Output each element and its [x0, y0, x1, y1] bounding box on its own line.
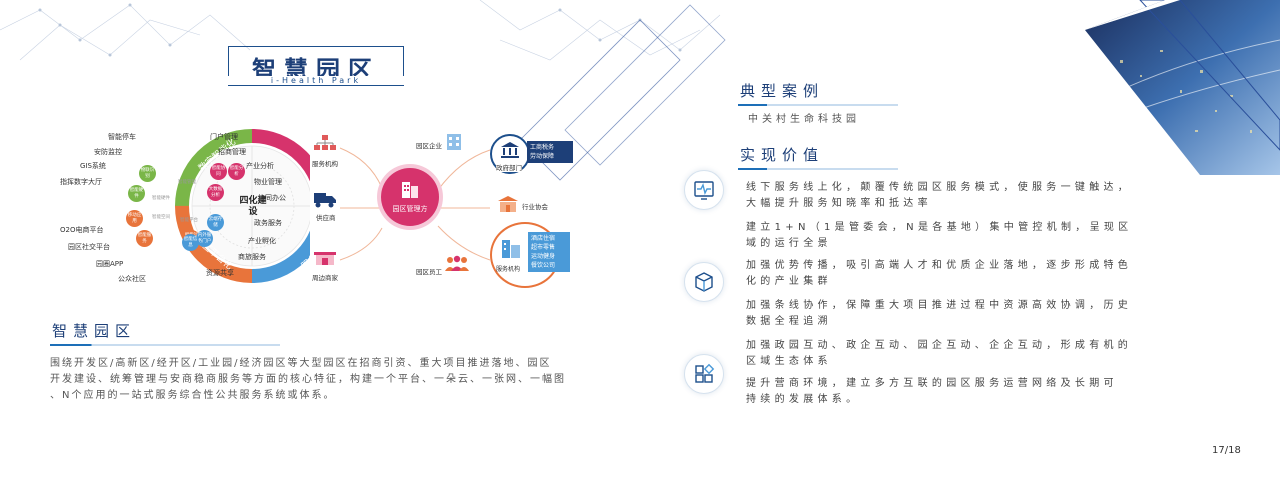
- ring-label: GIS系统: [80, 162, 106, 170]
- ring-label: 园圈APP: [96, 260, 124, 268]
- ring-label: 门户管理: [210, 133, 238, 141]
- supplier-truck-icon: [314, 193, 336, 208]
- gov-service-item: 工商税务: [530, 144, 555, 151]
- value-item: 加强优势传播，吸引高端人才和优质企业落地，逐步形成特色 化的产业集群: [746, 258, 1206, 290]
- ring-label: O2O电商平台: [60, 226, 104, 234]
- wheel-inner-node: 智能硬件: [128, 185, 145, 202]
- government-service-box: 工商税务 劳动保障: [527, 141, 573, 163]
- text-line: 开发建设、统筹管理与安商稳商服务等方面的核心特征，构建一个平台、一朵云、一张网、…: [50, 374, 566, 385]
- ring-label: 物业管理: [254, 178, 282, 186]
- case-heading: 典型案例: [740, 82, 825, 100]
- ring-label: 产业分析: [246, 162, 274, 170]
- title-frame: [228, 46, 404, 86]
- ring-label: 公众社区: [118, 275, 146, 283]
- page-subtitle: i-Health Park: [228, 76, 404, 85]
- cube-icon: [695, 272, 713, 292]
- value-underline: [738, 168, 898, 170]
- monitor-pulse-icon: [694, 181, 714, 200]
- value-line: 域的运行全景: [746, 238, 832, 249]
- flow-label-park-enterprise: 园区企业: [416, 142, 442, 150]
- wheel-inner-node: 智能服务: [136, 230, 153, 247]
- value-icon-wrapper: [684, 354, 724, 394]
- value-line: 数据全程追溯: [746, 316, 832, 327]
- wheel-inner-small-label: 智能空间: [152, 215, 170, 220]
- value-line: 线下服务线上化，颠覆传统园区服务模式，使服务一键触达，: [746, 182, 1133, 193]
- value-item: 加强条线协作，保障重大项目推进过程中资源高效协调，历史 数据全程追溯: [746, 298, 1206, 330]
- flow-label-park-employees: 园区员工: [416, 268, 442, 276]
- text-line: 围绕开发区/高新区/经开区/工业园/经济园区等大型园区在招商引资、重大项目推进落…: [50, 358, 552, 369]
- flow-label-service-org: 服务机构: [312, 160, 338, 168]
- ring-label: 商旅服务: [238, 253, 266, 261]
- four-modernizations-wheel: [175, 129, 310, 283]
- building-icon: [402, 182, 418, 198]
- wheel-inner-node: 智能信息: [182, 234, 199, 251]
- wheel-inner-node: 移动应用: [126, 210, 143, 227]
- shop-icon: [314, 252, 336, 265]
- value-line: 加强条线协作，保障重大项目推进过程中资源高效协调，历史: [746, 300, 1133, 311]
- ring-label: 招商管理: [218, 148, 246, 156]
- wheel-inner-node: 云端存储: [207, 214, 224, 231]
- service-org-node-label: 服务机构: [496, 266, 521, 273]
- value-line: 区域生态体系: [746, 356, 832, 367]
- left-section-text: 围绕开发区/高新区/经开区/工业园/经济园区等大型园区在招商引资、重大项目推进落…: [50, 356, 610, 404]
- ring-label: 园区社交平台: [68, 243, 110, 251]
- ring-label: 政务服务: [254, 219, 282, 227]
- wheel-inner-small-label: 智能硬件: [152, 196, 170, 201]
- ring-label: 协同办公: [258, 194, 286, 202]
- service-org-box: 酒店住宿 超市零售 运动健身 餐饮公司: [528, 232, 570, 272]
- industry-association-icon: [498, 196, 518, 212]
- park-manager-node: 园区管理方: [381, 168, 439, 226]
- wheel-inner-node: 智能分析: [228, 163, 245, 180]
- service-item: 酒店住宿: [531, 235, 556, 242]
- wheel-inner-node: 智能协同: [210, 163, 227, 180]
- government-icon: [501, 142, 519, 158]
- service-item: 运动健身: [531, 253, 556, 260]
- value-item: 建立1+N（1是管委会，N是各基地）集中管控机制，呈现区 域的运行全景: [746, 220, 1206, 252]
- flow-label-government: 政府部门: [496, 162, 522, 172]
- value-line: 提升营商环境，建立多方互联的园区服务运营网络及长期可: [746, 378, 1118, 389]
- ring-label: 资源共享: [206, 269, 234, 277]
- park-manager-label: 园区管理方: [392, 205, 428, 213]
- value-line: 化的产业集群: [746, 276, 832, 287]
- flow-label-industry-association: 行业协会: [522, 203, 548, 211]
- wheel-center-label: 四化建设: [239, 196, 267, 217]
- left-section-underline: [50, 344, 280, 346]
- apps-grid-icon: [695, 363, 715, 383]
- flow-label-supplier: 供应商: [316, 214, 336, 222]
- ring-label: 指挥数字大厅: [60, 178, 102, 186]
- page-number: 17/18: [1212, 445, 1241, 456]
- value-line: 加强优势传播，吸引高端人才和优质企业落地，逐步形成特色: [746, 260, 1133, 271]
- ring-label: 产业孵化: [248, 237, 276, 245]
- wheel-inner-node: 物联识别: [139, 165, 156, 182]
- value-item: 线下服务线上化，颠覆传统园区服务模式，使服务一键触达， 大幅提升服务知晓率和抵达…: [746, 180, 1206, 212]
- value-item: 加强政园互动、政企互动、园企互动、企企互动，形成有机的 区域生态体系: [746, 338, 1206, 370]
- service-item: 超市零售: [531, 244, 556, 251]
- ring-label: 安防监控: [94, 148, 122, 156]
- value-line: 持续的发展体系。: [746, 394, 861, 405]
- value-heading: 实现价值: [740, 146, 825, 164]
- value-line: 加强政园互动、政企互动、园企互动、企企互动，形成有机的: [746, 340, 1133, 351]
- flow-label-nearby-merchants: 周边商家: [312, 274, 338, 282]
- text-line: 、N个应用的一站式服务综合性公共服务系统或体系。: [50, 390, 336, 401]
- wheel-inner-node: 内外服务门户: [196, 230, 213, 247]
- wheel-inner-node: 大数据分析: [207, 184, 224, 201]
- service-org-building-icon: [502, 240, 520, 258]
- employees-icon: [445, 255, 469, 271]
- ring-label: 智能停车: [108, 133, 136, 141]
- case-name: 中关村生命科技园: [748, 114, 860, 125]
- value-line: 建立1+N（1是管委会，N是各基地）集中管控机制，呈现区: [746, 222, 1133, 233]
- wheel-inner-small-label: 智能管理: [178, 180, 196, 185]
- value-icon-wrapper: [684, 170, 724, 210]
- case-underline: [738, 104, 898, 106]
- left-section-heading: 智慧园区: [52, 322, 137, 340]
- value-line: 大幅提升服务知晓率和抵达率: [746, 198, 932, 209]
- value-item: 提升营商环境，建立多方互联的园区服务运营网络及长期可 持续的发展体系。: [746, 376, 1206, 408]
- service-org-icon: [314, 135, 336, 150]
- gov-service-item: 劳动保障: [530, 153, 555, 160]
- service-item: 餐饮公司: [531, 262, 556, 269]
- wheel-inner-small-label: 智能平台: [180, 218, 198, 223]
- enterprise-building-icon: [447, 134, 461, 150]
- value-icon-wrapper: [684, 262, 724, 302]
